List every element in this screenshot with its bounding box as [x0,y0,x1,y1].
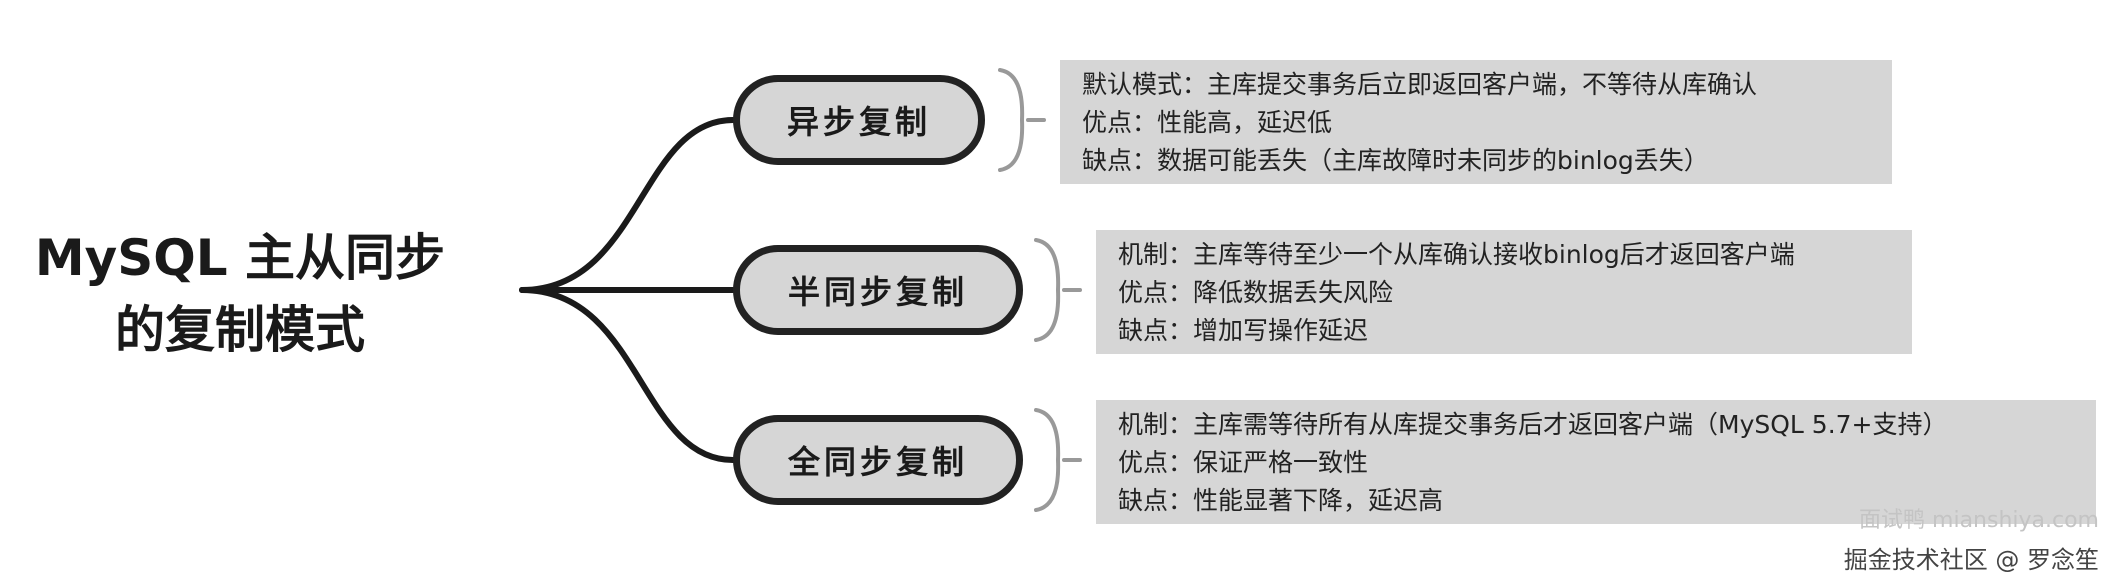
detail-box-async: 默认模式：主库提交事务后立即返回客户端，不等待从库确认 优点：性能高，延迟低 缺… [1060,60,1892,184]
detail-line-fullsync-mechanism: 机制：主库需等待所有从库提交事务后才返回客户端（MySQL 5.7+支持） [1118,410,1948,439]
brace-semisync [1034,238,1061,342]
root-topic: MySQL 主从同步 的复制模式 [20,222,460,366]
detail-line-async-cons: 缺点：数据可能丢失（主库故障时未同步的binlog丢失） [1082,146,1709,175]
mode-node-fullsync: 全同步复制 [733,415,1023,505]
detail-line-fullsync-cons: 缺点：性能显著下降，延迟高 [1118,486,1444,515]
detail-line-async-mode: 默认模式：主库提交事务后立即返回客户端，不等待从库确认 [1082,70,1758,99]
brace-async [998,68,1025,172]
watermark-ghost: 面试鸭 mianshiya.com [1859,508,2099,533]
detail-line-async-pros: 优点：性能高，延迟低 [1082,108,1333,137]
detail-line-fullsync-pros: 优点：保证严格一致性 [1118,448,1369,477]
detail-line-semisync-cons: 缺点：增加写操作延迟 [1118,316,1369,345]
detail-box-semisync: 机制：主库等待至少一个从库确认接收binlog后才返回客户端 优点：降低数据丢失… [1096,230,1912,354]
mode-node-semisync: 半同步复制 [733,245,1023,335]
root-topic-line-2: 的复制模式 [115,301,365,359]
watermark-text: 掘金技术社区 @ 罗念笙 [1843,546,2099,574]
mode-node-async: 异步复制 [733,75,985,165]
root-topic-line-1: MySQL 主从同步 [34,229,446,287]
watermark: 面试鸭 mianshiya.com 掘金技术社区 @ 罗念笙 [1843,508,2099,575]
detail-box-fullsync: 机制：主库需等待所有从库提交事务后才返回客户端（MySQL 5.7+支持） 优点… [1096,400,2096,524]
detail-line-semisync-mechanism: 机制：主库等待至少一个从库确认接收binlog后才返回客户端 [1118,240,1795,269]
brace-fullsync [1034,408,1061,512]
connector-branch-async [519,117,736,293]
connector-branch-fullsync [519,287,736,463]
detail-line-semisync-pros: 优点：降低数据丢失风险 [1118,278,1394,307]
